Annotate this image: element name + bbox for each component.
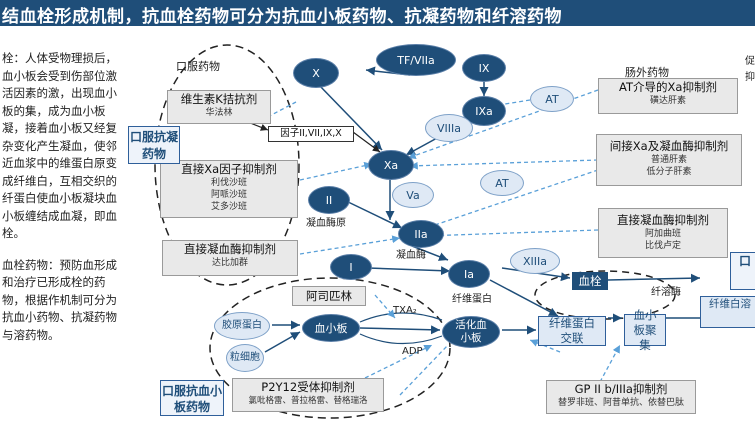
factor-ix-node: IX bbox=[462, 54, 506, 82]
prothrombin-label: 凝血酶原 bbox=[306, 218, 346, 229]
direct-xa-inhibitor-box: 直接Xa因子抑制剂 利伐沙班 阿哌沙班 艾多沙班 bbox=[160, 160, 298, 218]
page-title: 结血栓形成机制，抗血栓药物可分为抗血小板药物、抗凝药物和纤溶药物 bbox=[2, 7, 562, 27]
factor-va-node: Va bbox=[392, 182, 434, 208]
direct-thrombin-oral-box: 直接凝血酶抑制剂 达比加群 bbox=[162, 240, 298, 276]
adp-label: ADP bbox=[402, 346, 423, 357]
fibrinogen-i-node: I bbox=[330, 254, 372, 280]
thrombin-label: 凝血酶 bbox=[396, 250, 426, 261]
activated-platelet-node: 活化血小板 bbox=[442, 316, 500, 348]
thrombus-box: 血栓 bbox=[572, 272, 608, 290]
collagen-node: 胶原蛋白 bbox=[214, 312, 270, 340]
left-description: 栓：人体受物理损后，血小板会受到伤部位激活因素的激，出现血小板的集，成为血小板凝… bbox=[2, 50, 124, 358]
oral-anticoag-label: 口服抗凝药物 bbox=[128, 126, 180, 164]
fibrin-label: 纤维蛋白 bbox=[452, 294, 492, 305]
fibrinolytic-box: 纤维白溶 bbox=[700, 296, 755, 328]
factor-iia-node: IIa bbox=[398, 220, 444, 248]
legend-promote: 促 bbox=[745, 56, 755, 67]
vitk-antagonist-box: 维生素K拮抗剂 华法林 bbox=[167, 90, 271, 124]
right-edge-label: 口 bbox=[730, 252, 755, 290]
direct-thrombin-iv-box: 直接凝血酶抑制剂 阿加曲班 比伐卢定 bbox=[598, 208, 728, 258]
antithrombin-node-1: AT bbox=[530, 86, 574, 112]
plasmin-label: 纤溶酶 bbox=[651, 287, 681, 298]
tf-viia-node: TF/VIIa bbox=[376, 44, 456, 76]
factor-viiia-node: VIIIa bbox=[425, 114, 473, 142]
granulocyte-node: 粒细胞 bbox=[226, 344, 264, 372]
legend-inhibit: 抑 bbox=[745, 72, 755, 83]
factors-box: 因子II,VII,IX,X bbox=[268, 126, 354, 142]
thrombus-definition: 栓：人体受物理损后，血小板会受到伤部位激活因素的激，出现血小板的集，成为血小板凝… bbox=[2, 51, 117, 240]
factor-ii-node: II bbox=[308, 186, 350, 214]
indirect-inhibitor-box: 间接Xa及凝血酶抑制剂 普通肝素 低分子肝素 bbox=[596, 134, 742, 186]
oral-drugs-label: 口服药物 bbox=[176, 60, 220, 73]
factor-x-node: X bbox=[293, 58, 339, 88]
fibrin-ia-node: Ia bbox=[448, 260, 490, 288]
vitk-drug: 华法林 bbox=[205, 108, 233, 118]
factor-xa-node: Xa bbox=[368, 150, 414, 180]
txa2-label: TXA₂ bbox=[393, 305, 417, 316]
title-bar: 结血栓形成机制，抗血栓药物可分为抗血小板药物、抗凝药物和纤溶药物 bbox=[0, 0, 755, 27]
fibrin-crosslink-box: 纤维蛋白交联 bbox=[538, 316, 606, 346]
platelet-aggregation-box: 血小板聚集 bbox=[624, 308, 666, 352]
factor-xiiia-node: XIIIa bbox=[510, 248, 560, 274]
platelet-node: 血小板 bbox=[302, 314, 360, 342]
aspirin-box: 阿司匹林 bbox=[292, 286, 366, 306]
vitk-title: 维生素K拮抗剂 bbox=[180, 92, 258, 106]
oral-antiplatelet-label: 口服抗血小板药物 bbox=[160, 380, 224, 416]
factor-ixa-node: IXa bbox=[462, 96, 506, 126]
antithrombin-node-2: AT bbox=[480, 170, 524, 196]
gp-iib-iiia-inhibitor-box: GP II b/IIIa抑制剂 替罗非班、阿昔单抗、依替巴肽 bbox=[546, 380, 696, 414]
p2y12-inhibitor-box: P2Y12受体抑制剂 氯吡格雷、普拉格雷、替格瑞洛 bbox=[232, 378, 384, 412]
at-xa-inhibitor-box: AT介导的Xa抑制剂 磺达肝素 bbox=[598, 78, 738, 114]
oral-antiplatelet-ellipse bbox=[209, 277, 451, 419]
oral-anticoag-ellipse bbox=[154, 44, 300, 286]
parenteral-drugs-label: 肠外药物 bbox=[625, 66, 669, 79]
antithrombotic-definition: 血栓药物：预防血形成和治疗已形成栓的药物，根据作机制可分为抗血小药物、抗凝药物与… bbox=[2, 257, 117, 342]
